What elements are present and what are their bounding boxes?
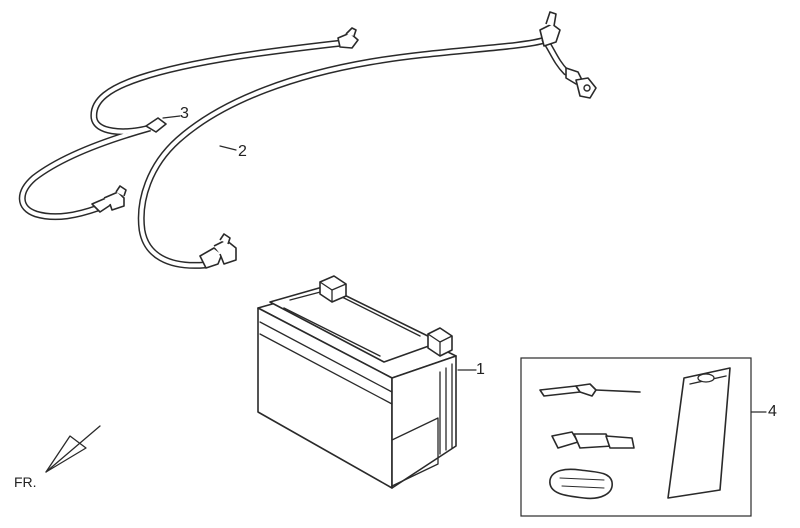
cable-part-3 bbox=[18, 27, 359, 221]
leader-lines bbox=[162, 115, 767, 413]
callout-3: 3 bbox=[180, 105, 189, 122]
cable-part-2 bbox=[137, 11, 597, 269]
callout-4: 4 bbox=[768, 403, 777, 420]
front-direction-arrow bbox=[45, 425, 101, 473]
tool-kit-part-4 bbox=[520, 357, 752, 517]
callout-1: 1 bbox=[476, 361, 485, 378]
direction-label: FR. bbox=[14, 474, 37, 490]
callout-2: 2 bbox=[238, 143, 247, 160]
battery-part-1 bbox=[257, 275, 457, 489]
